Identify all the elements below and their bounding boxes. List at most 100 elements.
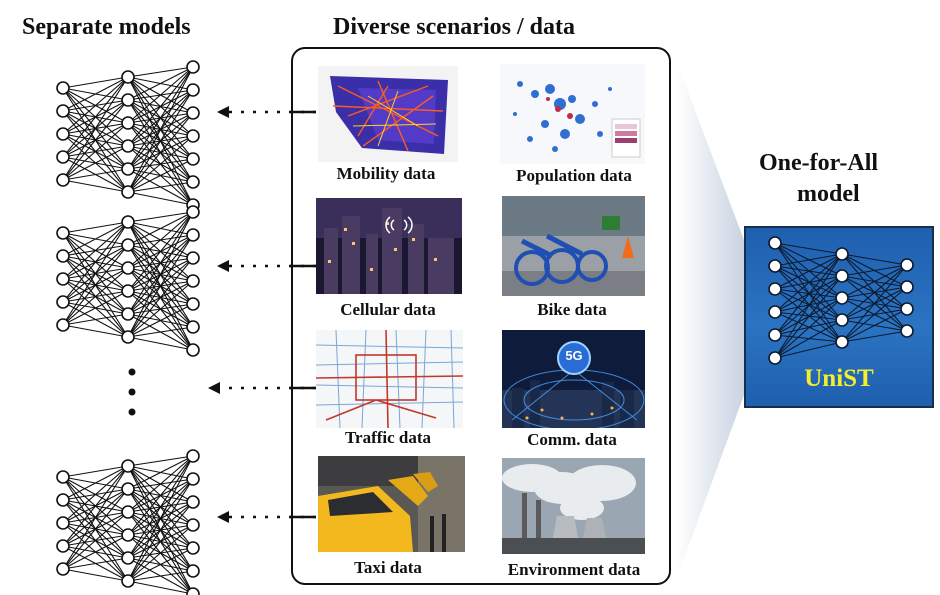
ellipsis-dot [128, 408, 136, 416]
network-node [186, 518, 200, 532]
network-node [56, 562, 70, 576]
network-node [186, 343, 200, 357]
network-node [56, 173, 70, 187]
arrow-taxi [217, 511, 316, 523]
5g-badge-text: 5G [565, 348, 583, 363]
bike-data-image [502, 196, 645, 296]
mobility-data-image [318, 66, 458, 162]
network-node [186, 129, 200, 143]
one-for-all-heading-line2: model [797, 181, 860, 207]
diverse-scenarios-heading: Diverse scenarios / data [333, 14, 575, 40]
network-node [121, 482, 135, 496]
environment-data-image [502, 458, 645, 554]
one-for-all-heading-line1: One-for-All [759, 150, 879, 176]
network-node [186, 251, 200, 265]
network-node [768, 351, 782, 365]
arrow-traffic [208, 382, 316, 394]
taxi-data-label: Taxi data [354, 558, 422, 577]
network-node [56, 249, 70, 263]
network-node [56, 493, 70, 507]
network-node [186, 83, 200, 97]
network-node [186, 541, 200, 555]
network-node [56, 539, 70, 553]
comm-data-label: Comm. data [527, 430, 617, 449]
network-node [768, 305, 782, 319]
network-node [121, 505, 135, 519]
separate-model-network-2 [56, 205, 200, 357]
population-data-label: Population data [516, 166, 632, 185]
network-node [835, 335, 849, 349]
unist-label: UniST [804, 365, 874, 392]
network-node [121, 330, 135, 344]
network-node [900, 302, 914, 316]
arrow-mobility [217, 106, 316, 118]
ellipsis-dot [128, 368, 136, 376]
network-node [186, 564, 200, 578]
network-node [121, 284, 135, 298]
network-node [56, 81, 70, 95]
network-node [56, 150, 70, 164]
network-node [121, 238, 135, 252]
network-node [121, 528, 135, 542]
network-node [768, 236, 782, 250]
separate-models-heading: Separate models [22, 14, 191, 40]
network-node [56, 516, 70, 530]
taxi-data-image [318, 456, 465, 552]
network-node [56, 226, 70, 240]
network-node [186, 320, 200, 334]
network-node [186, 274, 200, 288]
network-node [186, 297, 200, 311]
network-node [121, 307, 135, 321]
network-node [900, 280, 914, 294]
bike-data-label: Bike data [537, 300, 607, 319]
network-node [186, 152, 200, 166]
network-node [121, 459, 135, 473]
network-node [121, 162, 135, 176]
separate-model-network-3 [56, 449, 200, 595]
network-node [835, 313, 849, 327]
network-node [186, 106, 200, 120]
network-node [56, 104, 70, 118]
network-node [835, 247, 849, 261]
network-node [56, 318, 70, 332]
network-node [121, 139, 135, 153]
network-node [121, 93, 135, 107]
mobility-data-label: Mobility data [336, 164, 436, 183]
cellular-data-label: Cellular data [340, 300, 436, 319]
network-node [186, 175, 200, 189]
network-node [121, 185, 135, 199]
network-node [186, 587, 200, 595]
unist-network-graph [768, 236, 914, 365]
network-node [121, 215, 135, 229]
network-node [121, 261, 135, 275]
network-node [186, 228, 200, 242]
network-node [56, 272, 70, 286]
network-node [768, 328, 782, 342]
network-node [900, 258, 914, 272]
network-node [56, 295, 70, 309]
network-node [121, 574, 135, 588]
network-node [56, 470, 70, 484]
network-node [56, 127, 70, 141]
network-node [768, 259, 782, 273]
network-node [186, 60, 200, 74]
comm-data-image: 5G [502, 330, 645, 428]
network-node [121, 551, 135, 565]
environment-data-label: Environment data [507, 560, 641, 579]
ellipsis-dot [128, 388, 136, 396]
network-node [768, 282, 782, 296]
network-node [186, 495, 200, 509]
network-node [900, 324, 914, 338]
network-node [186, 449, 200, 463]
network-node [121, 116, 135, 130]
cellular-data-image [316, 198, 462, 294]
network-node [186, 472, 200, 486]
network-node [835, 269, 849, 283]
network-node [835, 291, 849, 305]
separate-model-network-1 [56, 60, 200, 212]
network-node [121, 70, 135, 84]
traffic-data-image [316, 330, 463, 428]
